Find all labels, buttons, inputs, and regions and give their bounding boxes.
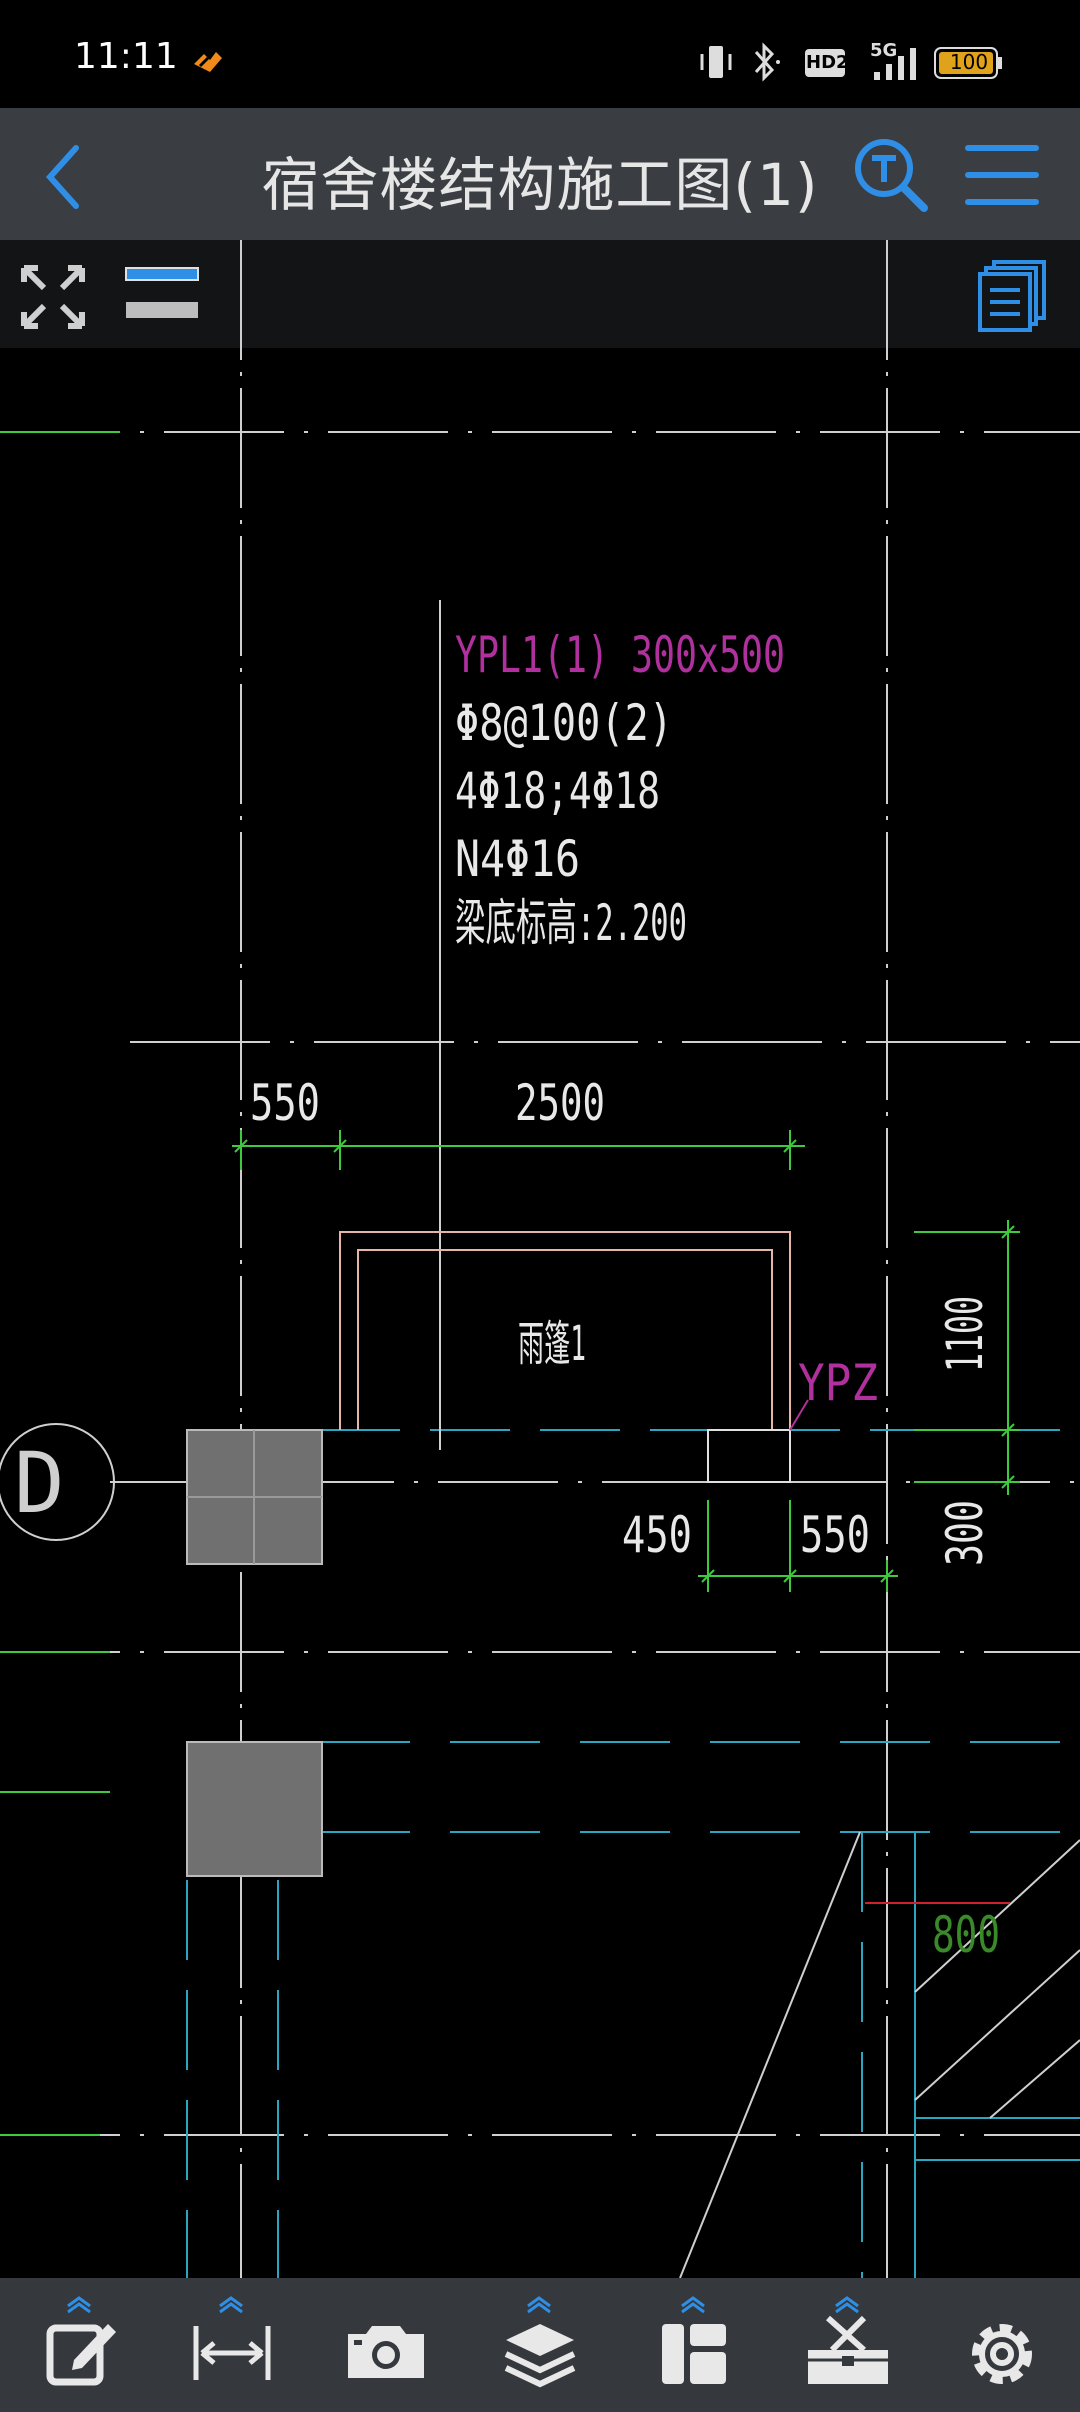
layout-icon (662, 2324, 726, 2384)
dimension-300: 300 (936, 1500, 994, 1566)
chevron-up-icon (219, 2296, 243, 2314)
toolbox-icon (808, 2315, 888, 2384)
page-title: 宿舍楼结构施工图(1) (261, 151, 819, 219)
dimension-800: 800 (932, 1906, 1000, 1964)
measure-icon (193, 2326, 271, 2380)
torsion-bar-spec: N4Φ16 (455, 830, 580, 888)
bottom-toolbar (0, 2278, 1080, 2412)
tools-button[interactable] (798, 2296, 898, 2398)
layout-toggle-icon[interactable] (124, 266, 200, 326)
chevron-up-icon (67, 2296, 91, 2314)
edit-icon (46, 2324, 116, 2386)
beam-bottom-elevation: 梁底标高:2.200 (455, 894, 687, 952)
status-bar: 11:11 HD2 5G 100 (0, 0, 1080, 108)
hd-badge: HD2 (806, 52, 849, 73)
annotate-button[interactable] (30, 2296, 130, 2398)
status-time: 11:11 (74, 36, 178, 77)
chevron-up-icon (527, 2296, 551, 2314)
stirrup-spec: Φ8@100(2) (455, 694, 673, 752)
sheet-list-icon[interactable] (978, 260, 1048, 334)
chevron-up-icon (835, 2296, 859, 2314)
back-icon[interactable] (40, 142, 90, 212)
menu-icon[interactable] (964, 142, 1040, 208)
main-bar-spec: 4Φ18;4Φ18 (455, 762, 660, 820)
signal-icon (874, 48, 916, 80)
app-notification-icon (194, 52, 222, 72)
drawing-toolbar (0, 240, 1080, 348)
bluetooth-icon (754, 42, 780, 82)
vibrate-icon (700, 46, 732, 78)
layers-button[interactable] (490, 2296, 590, 2398)
text-search-icon[interactable] (852, 136, 932, 216)
battery-level: 100 (949, 50, 989, 74)
axis-label-d: D (14, 1434, 65, 1532)
canopy-label: 雨篷1 (518, 1316, 586, 1372)
fit-screen-icon[interactable] (18, 262, 88, 332)
battery-icon (934, 47, 1002, 79)
dimension-550-bottom: 550 (800, 1506, 870, 1564)
dimension-550-top: 550 (250, 1074, 320, 1132)
beam-label: YPL1(1) 300x500 (455, 626, 785, 684)
dimension-1100: 1100 (936, 1296, 994, 1372)
hd-icon (805, 49, 845, 77)
screenshot-button[interactable] (336, 2298, 436, 2398)
camera-icon (348, 2326, 424, 2378)
measure-button[interactable] (182, 2296, 282, 2398)
layout-button[interactable] (644, 2296, 744, 2398)
dimension-2500: 2500 (515, 1074, 605, 1132)
chevron-up-icon (681, 2296, 705, 2314)
cad-drawing-canvas[interactable]: YPL1(1) 300x500 Φ8@100(2) 4Φ18;4Φ18 N4Φ1… (0, 240, 1080, 2278)
settings-button[interactable] (952, 2298, 1052, 2398)
dimension-450: 450 (622, 1506, 692, 1564)
network-label: 5G (870, 40, 898, 61)
title-bar: 宿舍楼结构施工图(1) (0, 108, 1080, 240)
layers-icon (504, 2324, 576, 2388)
column-label: YPZ (798, 1354, 878, 1412)
gear-icon (972, 2324, 1032, 2384)
